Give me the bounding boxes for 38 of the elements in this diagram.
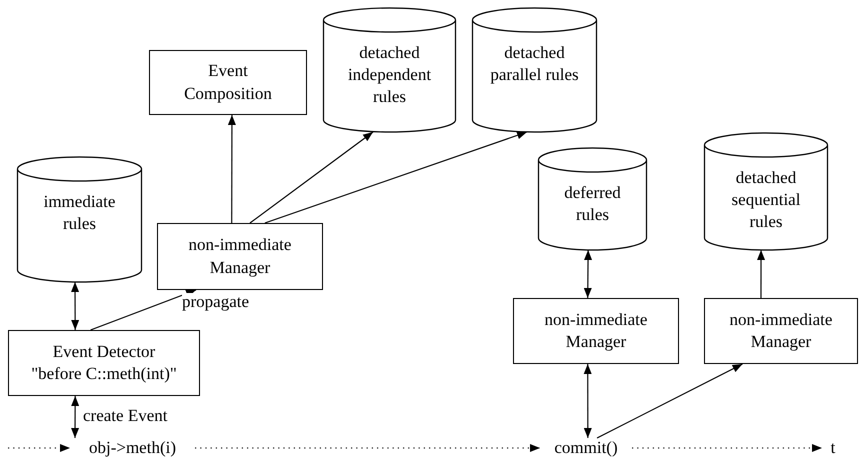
node-label: detached parallel rules [489,42,580,86]
timeline-arrow [632,444,822,452]
node-label: Event Detector [52,340,156,363]
node-label: detached independent rules [346,42,432,108]
arrow [584,364,592,438]
arrow [228,115,236,223]
process-box [149,50,307,115]
process-box [513,298,679,364]
rules-store [472,8,597,132]
node-label: detached sequential rules [730,167,802,234]
process-box [157,223,323,290]
arrow [584,250,592,298]
arrow [71,282,80,330]
node-label: non-immediate Manager [544,308,648,353]
arrow [757,250,766,298]
event-label: obj->meth(i) [88,438,176,458]
event-label: commit() [554,438,618,458]
arrow [250,132,374,224]
process-box [8,330,200,396]
edge-label: propagate [182,293,250,312]
node-label: non-immediate Manager [188,234,292,279]
rules-store [704,133,828,250]
timeline-arrow [8,444,70,452]
rules-store [17,157,142,282]
node-sublabel: "before C::meth(int)" [31,363,177,385]
node-label: non-immediate Manager [728,308,834,353]
rules-store [323,8,456,132]
arrow [264,131,528,224]
event-label: t [830,438,836,458]
rules-store [538,148,647,250]
arrow [90,289,196,331]
timeline-arrow [195,444,540,452]
node-label: immediate rules [42,191,116,236]
node-label: deferred rules [563,182,622,226]
arrow [71,396,80,438]
node-label: Event Composition [183,60,273,105]
process-box [704,298,858,364]
arrow [596,364,743,438]
